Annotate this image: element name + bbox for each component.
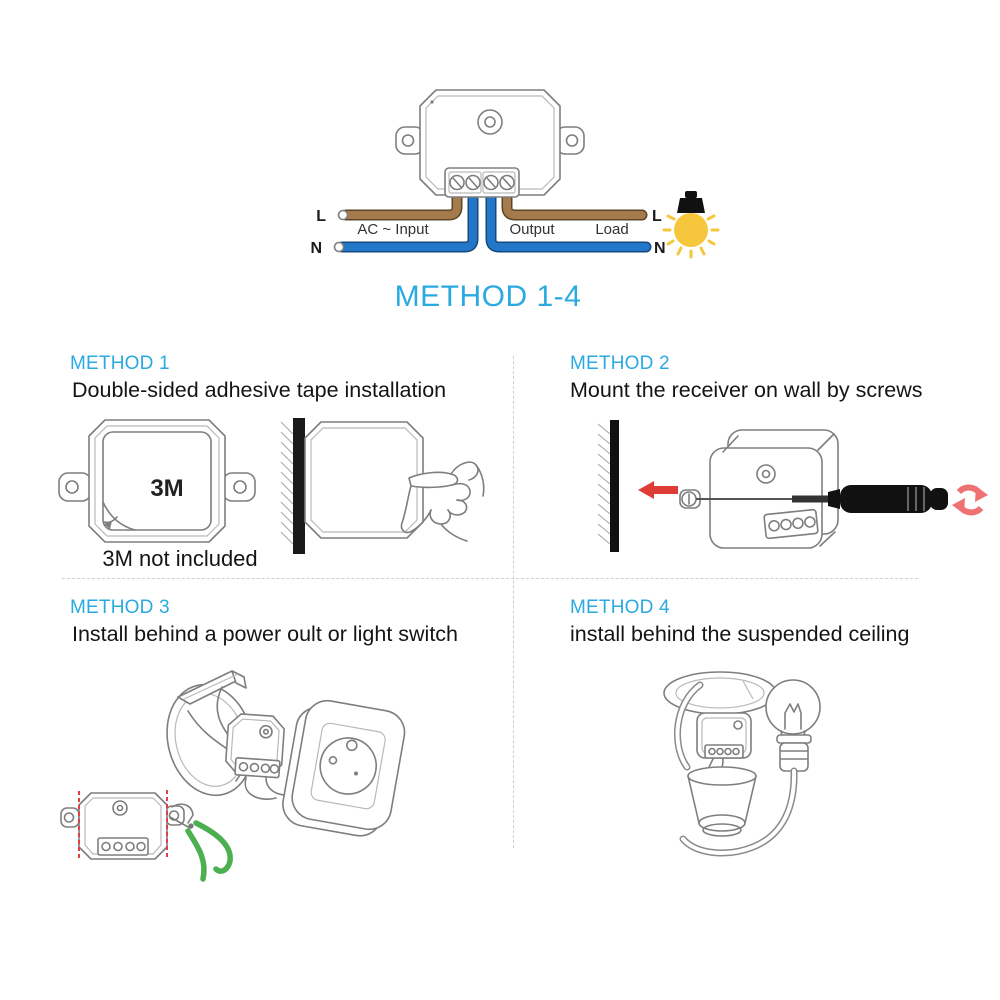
- method3-heading: METHOD 3: [70, 597, 170, 618]
- pressing-hand-illustration: [400, 461, 485, 542]
- input-neutral-label: N: [310, 240, 322, 257]
- peel-arrow-icon: [104, 521, 112, 529]
- push-direction-arrow-icon: [638, 481, 678, 499]
- method4-heading: METHOD 4: [570, 597, 670, 618]
- wire-lug-live: [337, 209, 349, 221]
- method3-description: Install behind a power oult or light swi…: [72, 622, 459, 646]
- load-label: Load: [595, 221, 628, 238]
- terminal-block: [763, 508, 819, 540]
- adhesive-pad-device: 3M: [58, 419, 256, 543]
- adhesive-pad: [102, 431, 212, 531]
- output-live-wire: [501, 191, 648, 221]
- screwdriver-icon: [792, 485, 948, 513]
- conduit-bar: [177, 670, 247, 705]
- input-live-label: L: [316, 208, 326, 225]
- pad-brand-label: 3M: [150, 475, 183, 502]
- method1-description: Double-sided adhesive tape installation: [72, 378, 447, 402]
- method1-caption: 3M not included: [102, 546, 258, 571]
- method2-heading: METHOD 2: [570, 353, 670, 374]
- pendant-cord: [679, 767, 798, 857]
- receiver-3d-illustration: [679, 429, 839, 549]
- ac-input-label: AC ~ Input: [357, 221, 429, 238]
- receiver-above-ceiling: [696, 712, 752, 759]
- ceiling-wire-loop: [674, 681, 704, 771]
- method1-heading: METHOD 1: [70, 353, 170, 374]
- receiver-mounting-ears: [395, 126, 585, 155]
- input-neutral-wire: [336, 191, 479, 253]
- output-neutral-wire: [485, 191, 652, 253]
- receiver-in-wall: [225, 713, 285, 779]
- column-divider: [513, 356, 514, 848]
- bulb-socket: [776, 734, 812, 744]
- wall-hatching: [597, 420, 619, 552]
- output-neutral-label: N: [654, 240, 666, 257]
- row-divider: [62, 578, 918, 579]
- wall-bar: [610, 420, 619, 552]
- method4-illustration: [663, 671, 821, 857]
- receiver-screw-hole: [477, 109, 503, 135]
- rotate-arrows-icon: [952, 484, 988, 516]
- input-live-wire: [340, 191, 463, 221]
- method2-description: Mount the receiver on wall by screws: [570, 378, 923, 402]
- terminal-block: [444, 167, 520, 198]
- ear-cut-device: [60, 790, 185, 861]
- power-outlet-illustration: [282, 699, 406, 837]
- method3-illustration: [60, 670, 406, 882]
- wall-hatching: [280, 418, 305, 554]
- output-label: Output: [509, 221, 555, 238]
- lamp-cup: [687, 766, 757, 837]
- light-bulb-line-illustration: [765, 679, 821, 772]
- outlet-wire-1: [244, 777, 277, 800]
- device-on-wall: [304, 421, 424, 539]
- wiring-diagram: L N AC ~ Input Output Load L N: [310, 89, 720, 259]
- wall-bar: [293, 418, 305, 554]
- method2-illustration: [597, 420, 988, 552]
- output-live-label: L: [652, 208, 662, 225]
- ground-pin: [346, 739, 358, 752]
- page-title: METHOD 1-4: [394, 280, 582, 313]
- method1-illustration: 3M: [58, 418, 485, 554]
- light-bulb-icon: [662, 191, 720, 259]
- pliers-icon: [169, 803, 233, 882]
- method4-description: install behind the suspended ceiling: [570, 622, 910, 646]
- wire-lug-neutral: [333, 241, 345, 253]
